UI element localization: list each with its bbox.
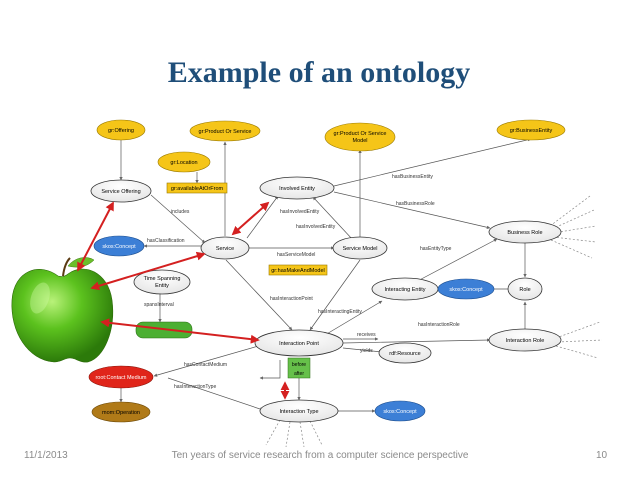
node-gr-offering-label: gr:Offering	[108, 128, 134, 134]
red-arrow-service-offering	[77, 201, 114, 272]
fan-out-edges	[265, 195, 603, 448]
label-spans-interval: spansInterval	[144, 302, 174, 308]
node-gr-location	[157, 151, 211, 173]
node-gr-available-at-or-from-label: gr:availableAtOrFrom	[171, 186, 224, 192]
node-business-role	[488, 220, 562, 244]
edge-has-interaction-role	[342, 338, 491, 344]
node-root-contact-medium	[88, 365, 154, 389]
node-skos-concept-bottom-label: skos:Concept	[383, 409, 417, 415]
edge-labels: includes hasClassification hasInvolvedEn…	[144, 174, 460, 390]
node-mom-operation	[91, 401, 151, 423]
node-interaction-role	[488, 328, 562, 352]
node-service-offering	[90, 179, 152, 203]
node-gr-product-or-service-model-label-1: gr:Product Or Service	[334, 131, 387, 137]
node-service-offering-label: Service Offering	[101, 189, 140, 195]
red-arrow-service	[90, 251, 206, 291]
edge-includes	[150, 194, 206, 244]
label-has-interacting-entity: hasInteractingEntity	[318, 309, 362, 315]
node-mom-operation-label: mom:Operation	[102, 410, 140, 416]
node-gr-product-or-service-label: gr:Product Or Service	[199, 129, 252, 135]
label-has-entity-type: hasEntityType	[420, 246, 452, 252]
label-yields: yields	[360, 348, 373, 354]
red-arrow-interaction-point	[100, 318, 260, 344]
label-has-service-model: hasServiceModel	[277, 252, 315, 258]
node-skos-concept-right	[437, 278, 495, 300]
node-involved-entity	[259, 176, 335, 200]
node-service-label: Service	[216, 246, 234, 252]
edge-yields	[342, 347, 383, 354]
edge-has-interaction-point-2	[309, 259, 361, 331]
footer-date: 11/1/2013	[24, 450, 68, 461]
edge-has-involved-entity-2	[312, 196, 354, 241]
node-interaction-point-label: Interaction Point	[279, 341, 319, 347]
node-interacting-entity-label: Interacting Entity	[385, 287, 426, 293]
page-number: 10	[596, 450, 608, 461]
label-has-interaction-type: hasInteractionType	[174, 384, 216, 390]
green-apple-image	[11, 257, 114, 363]
node-gr-available-at-or-from	[166, 182, 228, 194]
label-has-classification: hasClassification	[147, 238, 185, 244]
node-service-model	[332, 236, 388, 260]
edge-has-interacting-entity	[324, 300, 383, 336]
edge-before-after	[259, 360, 281, 380]
footer-text: Ten years of service research from a com…	[171, 450, 469, 461]
edge-has-contact-medium	[153, 344, 263, 377]
red-arrow-involved-entity	[231, 201, 270, 236]
node-time-spanning-entity-label-1: Time Spanning	[144, 276, 181, 282]
node-rdf-resource	[378, 342, 432, 364]
label-has-business-role: hasBusinessRole	[396, 201, 435, 207]
node-before-label: before	[292, 362, 306, 368]
node-root-contact-medium-label: root:Contact Medium	[95, 375, 146, 381]
diagram-edges	[119, 138, 603, 448]
node-gr-has-make-and-model-label: gr:hasMakeAndModel	[271, 268, 325, 274]
edge-has-entity-type	[409, 238, 498, 286]
node-gr-business-entity	[496, 119, 566, 141]
node-interaction-type-label: Interaction Type	[279, 409, 318, 415]
label-has-involved-entity-1: hasInvolvedEntity	[280, 209, 320, 215]
label-includes: includes	[171, 209, 190, 215]
label-has-business-entity: hasBusinessEntity	[392, 174, 433, 180]
node-gr-product-or-service	[189, 120, 261, 142]
diagram-nodes: gr:Offering gr:Product Or Service gr:Pro…	[88, 119, 566, 423]
edge-has-interaction-type	[167, 377, 264, 411]
node-gr-business-entity-label: gr:BusinessEntity	[510, 128, 553, 134]
edge-has-business-role	[333, 191, 491, 229]
node-skos-concept-left-label: skos:Concept	[102, 244, 136, 250]
node-skos-concept-right-label: skos:Concept	[449, 287, 483, 293]
node-role-label: Role	[519, 287, 530, 293]
node-time-spanning-entity-label-2: Entity	[155, 283, 169, 289]
node-after-label: after	[294, 371, 304, 377]
red-mapping-arrows	[77, 201, 290, 400]
node-role	[507, 277, 543, 301]
edge-has-interaction-point-1	[225, 259, 293, 331]
label-receives: receives	[357, 332, 376, 338]
node-service	[200, 236, 250, 260]
node-gr-offering	[96, 119, 146, 141]
node-rdf-resource-label: rdf:Resource	[389, 351, 421, 357]
node-interaction-type	[259, 399, 339, 423]
node-gr-has-make-and-model	[268, 264, 328, 276]
label-has-interaction-role: hasInteractionRole	[418, 322, 460, 328]
node-service-model-label: Service Model	[343, 246, 378, 252]
node-before-after	[287, 357, 311, 379]
node-skos-concept-bottom	[374, 400, 426, 422]
label-has-contact-medium: hasContactMedium	[184, 362, 227, 368]
node-gr-product-or-service-model-label-2: Model	[353, 138, 368, 144]
slide-title: Example of an ontology	[167, 56, 471, 89]
label-has-involved-entity-2: hasInvolvedEntity	[296, 224, 336, 230]
node-interaction-role-label: Interaction Role	[506, 338, 545, 344]
node-gr-location-label: gr:Location	[170, 160, 197, 166]
edge-has-business-entity	[333, 138, 532, 187]
node-involved-entity-label: Involved Entity	[279, 186, 315, 192]
node-business-role-label: Business Role	[507, 230, 542, 236]
label-has-interaction-point: hasInteractionPoint	[270, 296, 313, 302]
node-gr-product-or-service-model	[324, 122, 396, 152]
